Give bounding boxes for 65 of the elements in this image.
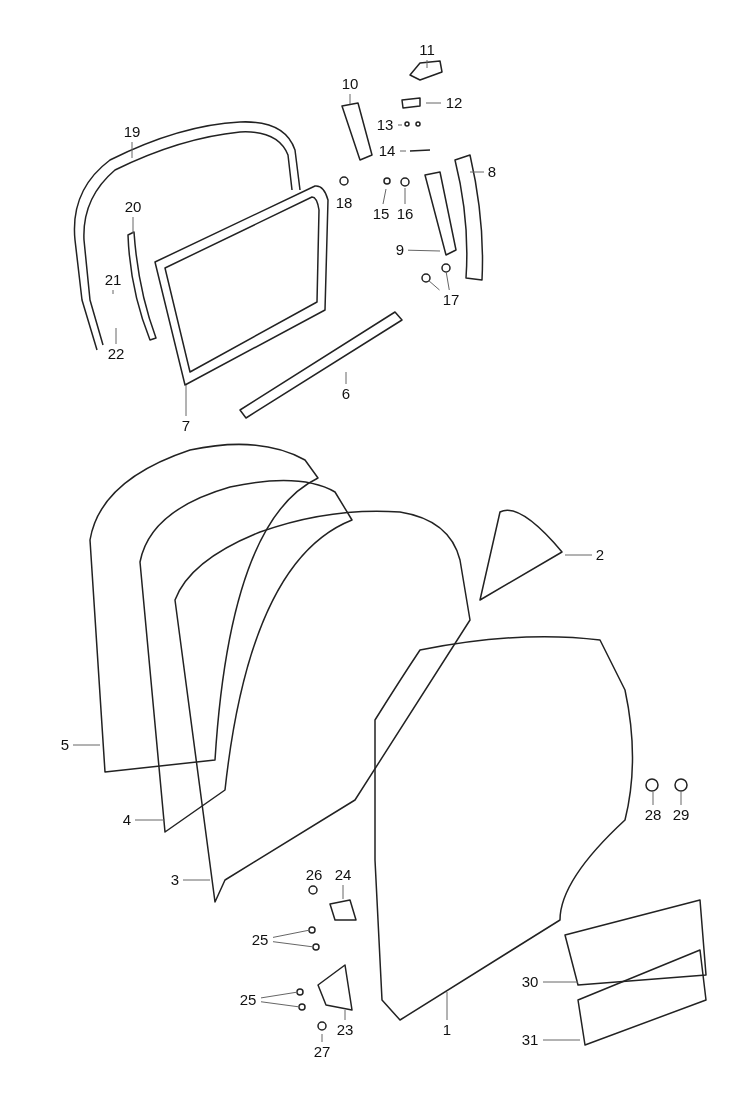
callout-number: 26 <box>305 867 323 883</box>
leader-line <box>425 102 442 104</box>
callout-number: 4 <box>122 812 132 828</box>
callout-number: 1 <box>442 1022 452 1038</box>
leader-line <box>542 981 579 983</box>
callout-number: 15 <box>372 206 390 222</box>
leader-line <box>349 93 351 105</box>
callout-number: 30 <box>521 974 539 990</box>
leader-line <box>344 1009 346 1021</box>
leader-line <box>564 554 593 556</box>
leader-line <box>342 884 344 900</box>
callout-number: 13 <box>376 117 394 133</box>
callout-number: 9 <box>395 242 405 258</box>
leader-line <box>469 171 485 173</box>
callout-number: 12 <box>445 95 463 111</box>
leader-line <box>112 289 114 295</box>
leader-line <box>321 1033 323 1043</box>
leader-line <box>272 929 311 938</box>
callout-number: 29 <box>672 807 690 823</box>
callout-number: 2 <box>595 547 605 563</box>
callout-number: 7 <box>181 418 191 434</box>
callout-number: 22 <box>107 346 125 362</box>
callout-number: 28 <box>644 807 662 823</box>
callout-number: 10 <box>341 76 359 92</box>
leader-line <box>115 327 117 345</box>
leader-line <box>185 384 187 417</box>
callout-number: 25 <box>239 992 257 1008</box>
callout-number: 6 <box>341 386 351 402</box>
callout-number: 11 <box>419 42 435 58</box>
leader-line <box>426 59 428 69</box>
leader-line <box>345 371 347 385</box>
leader-line <box>652 791 654 806</box>
leader-line <box>272 941 315 948</box>
leader-line <box>542 1039 581 1041</box>
callout-number: 21 <box>104 272 122 288</box>
leader-line <box>427 279 440 291</box>
leader-line <box>132 216 134 234</box>
callout-number: 19 <box>123 124 141 140</box>
leader-line <box>182 879 211 881</box>
callout-number: 31 <box>521 1032 539 1048</box>
leader-line <box>134 819 166 821</box>
callout-number: 20 <box>124 199 142 215</box>
leader-line <box>399 150 407 152</box>
leader-line <box>446 991 448 1021</box>
callout-number: 8 <box>487 164 497 180</box>
leader-line <box>404 187 406 205</box>
leader-line <box>382 188 387 205</box>
callout-number: 14 <box>378 143 396 159</box>
leader-line <box>407 249 441 252</box>
leader-line <box>445 270 450 291</box>
callout-number: 17 <box>442 292 460 308</box>
callout-number: 23 <box>336 1022 354 1038</box>
callout-number: 25 <box>251 932 269 948</box>
callout-number: 16 <box>396 206 414 222</box>
leader-line <box>260 991 299 999</box>
leader-line <box>680 791 682 806</box>
leader-line <box>397 124 403 126</box>
leader-line <box>131 141 133 159</box>
leader-line <box>260 1001 301 1008</box>
callout-number: 3 <box>170 872 180 888</box>
callout-number: 18 <box>335 195 353 211</box>
leader-line <box>72 744 101 746</box>
callout-number: 27 <box>313 1044 331 1060</box>
callout-number: 5 <box>60 737 70 753</box>
callout-number: 24 <box>334 867 352 883</box>
